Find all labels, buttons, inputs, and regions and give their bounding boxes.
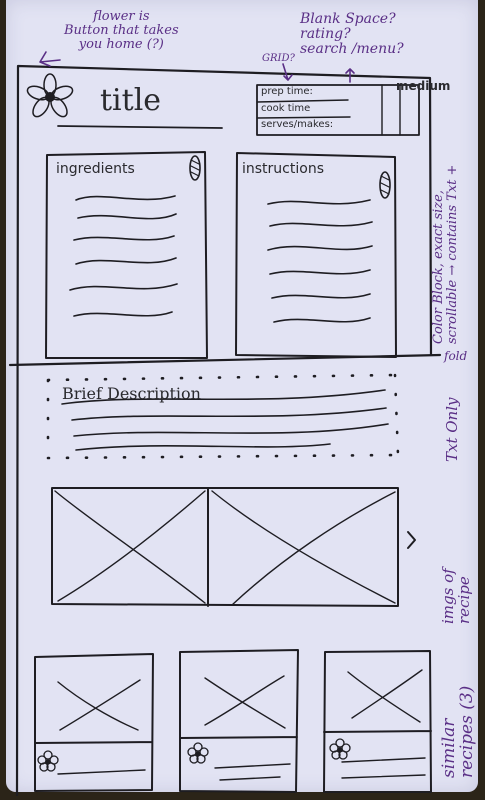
fold-note: fold bbox=[444, 349, 468, 363]
similar-recipe-card[interactable] bbox=[179, 649, 299, 793]
similar-note: similar recipes (3) bbox=[439, 685, 478, 778]
grid-note: GRID? bbox=[262, 53, 295, 64]
note-arrow-flower bbox=[39, 51, 61, 67]
carousel-next-arrow[interactable] bbox=[407, 531, 416, 549]
scroll-handle-icon[interactable] bbox=[379, 171, 391, 199]
blank-space-note: Blank Space? rating? search /menu? bbox=[300, 11, 404, 58]
color-block-note: Color Block, exact size, scrollable → co… bbox=[431, 164, 461, 344]
page-title: title bbox=[100, 83, 162, 118]
flower-icon[interactable] bbox=[329, 738, 351, 760]
info-grid-row-prep: prep time: bbox=[261, 86, 313, 97]
brief-description-label: Brief Description bbox=[62, 384, 201, 403]
note-arrow-blank bbox=[345, 68, 355, 83]
ingredients-panel[interactable] bbox=[45, 151, 208, 359]
flower-note: flower is Button that takes you home (?) bbox=[64, 9, 179, 53]
txt-only-note: Txt Only bbox=[443, 397, 461, 463]
info-grid-row-serves: serves/makes: bbox=[261, 119, 334, 130]
info-grid bbox=[256, 84, 420, 136]
flower-icon[interactable] bbox=[37, 750, 59, 772]
similar-recipe-card[interactable] bbox=[323, 650, 432, 793]
recipe-image-carousel[interactable] bbox=[51, 487, 399, 607]
title-underline bbox=[57, 125, 223, 129]
similar-recipe-card[interactable] bbox=[34, 653, 154, 792]
brief-description-section bbox=[46, 373, 400, 460]
flower-icon[interactable] bbox=[187, 742, 209, 764]
instructions-label: instructions bbox=[242, 161, 324, 177]
instructions-panel[interactable] bbox=[235, 152, 397, 358]
size-label: medium bbox=[396, 79, 451, 93]
ingredients-label: ingredients bbox=[56, 161, 135, 177]
info-grid-row-cook: cook time bbox=[261, 103, 311, 114]
page-frame bbox=[15, 64, 433, 797]
scroll-handle-icon[interactable] bbox=[189, 155, 201, 181]
flower-icon[interactable] bbox=[26, 73, 75, 119]
note-arrow-grid bbox=[282, 63, 293, 81]
imgs-note: imgs of recipe bbox=[439, 568, 474, 624]
